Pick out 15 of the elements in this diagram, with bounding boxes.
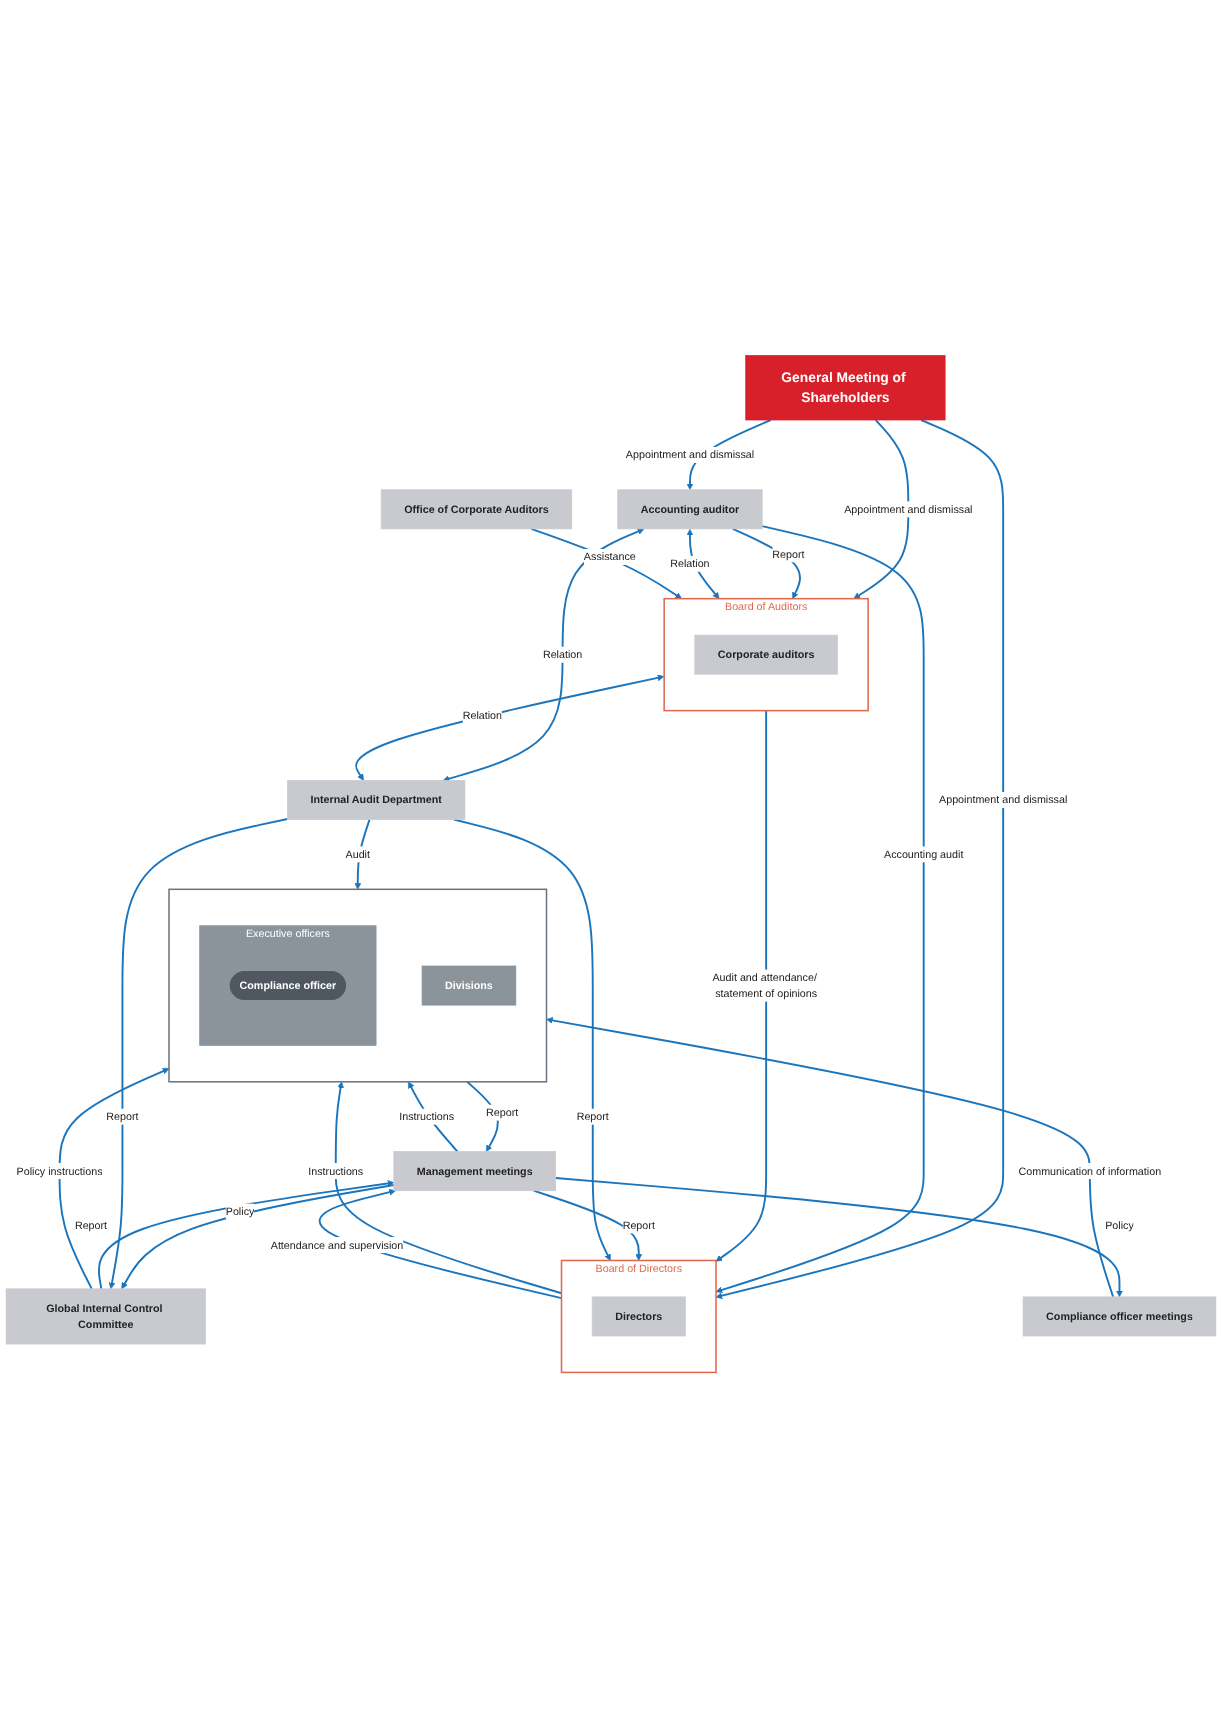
arrow bbox=[546, 1017, 1115, 1298]
arrow bbox=[715, 419, 1005, 1299]
arrow bbox=[58, 1067, 170, 1290]
arrow bbox=[853, 419, 910, 599]
arrow bbox=[530, 527, 682, 599]
arrow bbox=[355, 674, 665, 781]
arrow bbox=[442, 528, 645, 782]
arrow bbox=[554, 1177, 1123, 1298]
cluster bbox=[168, 888, 548, 1083]
arrow bbox=[466, 1080, 499, 1152]
arrow bbox=[715, 709, 768, 1262]
arrow bbox=[532, 1189, 643, 1261]
arrow bbox=[108, 818, 289, 1290]
arrow bbox=[453, 818, 611, 1261]
arrow bbox=[354, 818, 371, 890]
